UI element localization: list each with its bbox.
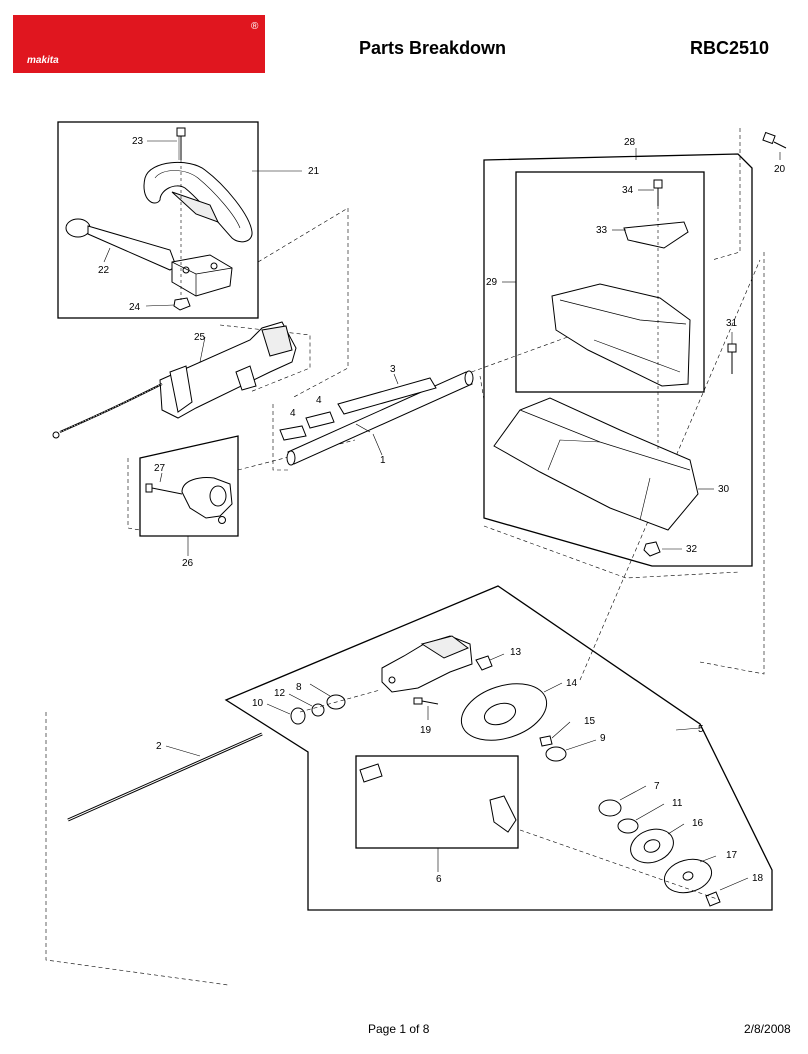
part-33-bracket [623, 221, 689, 249]
clamp-assembly-box [139, 435, 239, 537]
callout-numbers: 1 2 3 4 4 5 6 7 8 9 10 11 12 13 14 15 16… [98, 136, 786, 885]
callout-4a: 4 [290, 408, 296, 419]
logo-registered-mark: ® [251, 21, 259, 32]
callout-1: 1 [380, 455, 386, 466]
logo-background [13, 15, 265, 73]
part-24-nut [173, 297, 191, 311]
callout-16: 16 [692, 818, 704, 829]
part-16-receive-washer [630, 828, 674, 864]
callout-23: 23 [132, 136, 144, 147]
callout-8: 8 [296, 682, 302, 693]
callout-13: 13 [510, 647, 522, 658]
gear-head-group [67, 585, 773, 911]
callout-28: 28 [624, 137, 636, 148]
part-21-handle-loop [143, 161, 253, 243]
guard-assembly-group [483, 131, 787, 567]
part-34-bolt [653, 179, 663, 206]
callout-26: 26 [182, 558, 194, 569]
callout-11: 11 [672, 798, 683, 809]
part-31-bolt [727, 343, 737, 374]
part-29-guard-cover [551, 283, 691, 387]
part-4-labels [279, 411, 335, 441]
part-1-shaft-tube [286, 370, 474, 466]
callout-5: 5 [698, 724, 704, 735]
gear-head-box [224, 585, 773, 911]
part-32-nut [643, 541, 661, 557]
part-25-throttle-housing [159, 321, 297, 419]
part-6-subassembly-box [355, 755, 519, 849]
page-title: Parts Breakdown [359, 38, 507, 58]
part-6-spindle-parts [359, 763, 517, 833]
part-13-screw [475, 655, 493, 671]
callout-10: 10 [252, 698, 264, 709]
part-11-snap-ring [617, 818, 639, 834]
callout-9: 9 [600, 733, 606, 744]
handle-assembly-group [57, 121, 302, 319]
part-17-cup-washer [663, 858, 713, 894]
page-number: Page 1 of 8 [368, 1022, 430, 1036]
part-25-throttle-cable [52, 383, 163, 439]
callout-33: 33 [596, 225, 608, 236]
part-22-grip-lever [65, 218, 177, 271]
callout-6: 6 [436, 874, 442, 885]
callout-34: 34 [622, 185, 634, 196]
callout-24: 24 [129, 302, 141, 313]
gear-housing [381, 635, 473, 693]
callout-30: 30 [718, 484, 730, 495]
callout-7: 7 [654, 781, 660, 792]
callout-17: 17 [726, 850, 738, 861]
callout-22: 22 [98, 265, 110, 276]
callout-21: 21 [308, 166, 320, 177]
part-22-clamp [171, 254, 233, 297]
part-19-bolt [413, 697, 439, 705]
callout-20: 20 [774, 164, 786, 175]
callout-18: 18 [752, 873, 764, 884]
callout-27: 27 [154, 463, 166, 474]
part-14-protector-plate [460, 683, 548, 741]
part-30-splash-cover [493, 397, 699, 531]
handle-assembly-box [57, 121, 259, 319]
callout-12: 12 [274, 688, 286, 699]
part-15-screw [539, 735, 553, 747]
document-date: 2/8/2008 [744, 1022, 791, 1036]
callout-4b: 4 [316, 395, 322, 406]
guard-outer-box [483, 153, 753, 567]
part-12-washer [311, 703, 325, 717]
model-number: RBC2510 [690, 38, 770, 58]
part-10-snap-ring [290, 707, 306, 725]
part-20-screw [762, 131, 787, 149]
part-2-drive-shaft [67, 732, 263, 822]
callout-14: 14 [566, 678, 578, 689]
callout-31: 31 [726, 318, 738, 329]
callout-15: 15 [584, 716, 596, 727]
callout-19: 19 [420, 725, 432, 736]
callout-29: 29 [486, 277, 498, 288]
logo-wordmark: makita [27, 55, 59, 66]
part-27-bolt [145, 483, 183, 495]
clamp-assembly-group [139, 435, 239, 556]
part-7-bearing [598, 799, 622, 817]
callout-2: 2 [156, 741, 162, 752]
makita-logo: makita ® [13, 15, 265, 73]
part-18-nut [705, 891, 721, 907]
part-3-label-strip [337, 377, 437, 415]
callout-32: 32 [686, 544, 698, 555]
part-26-clamp [181, 477, 233, 519]
part-9-washer [545, 746, 567, 762]
callout-25: 25 [194, 332, 206, 343]
callout-3: 3 [390, 364, 396, 375]
part-23-bolt [176, 127, 186, 160]
